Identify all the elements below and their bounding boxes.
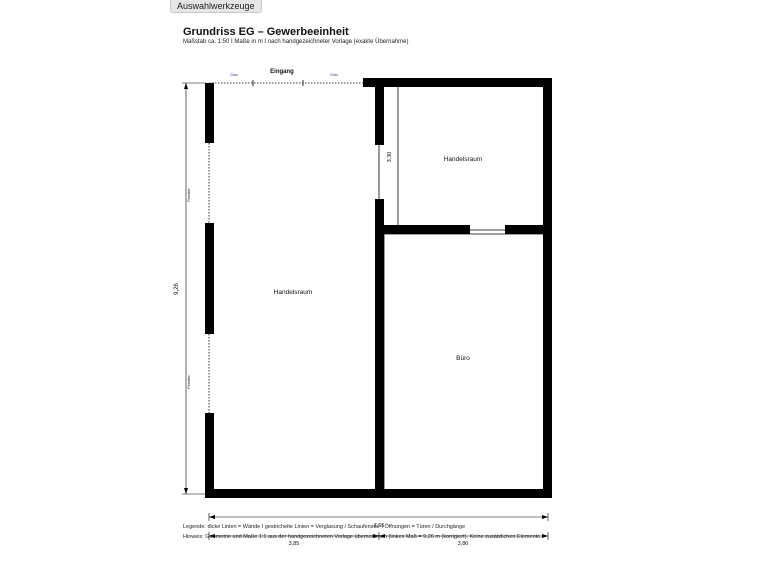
plan-title: Grundriss EG – Gewerbeeinheit — [183, 26, 349, 38]
glazing — [208, 82, 363, 413]
dim-height-total: 9,26 — [174, 283, 180, 295]
window-label-upper: Fenster — [186, 188, 191, 202]
wall-interior-upper — [375, 87, 384, 145]
wall-partition-left — [375, 225, 470, 234]
dim-width-right: 3,80 — [458, 541, 469, 547]
entrance-label: Eingang — [270, 69, 294, 75]
wall-partition-right — [505, 225, 552, 234]
dim-height-small: 3,30 — [387, 152, 393, 163]
wall-interior-lower — [375, 199, 384, 498]
legend-text: Legende: dicke Linien = Wände I gestrich… — [183, 524, 466, 530]
room-main-label: Handelsraum — [274, 289, 313, 296]
wall-left-middle — [205, 223, 214, 334]
dimensions — [182, 82, 549, 540]
room-small-label: Handelsraum — [444, 156, 483, 163]
dim-width-left: 3,85 — [289, 541, 300, 547]
wall-left-top — [205, 83, 214, 143]
glass-label-right: Glas — [330, 72, 338, 77]
wall-right — [543, 78, 552, 498]
plan-subtitle: Maßstab ca. 1:50 I Maße in m I nach hand… — [183, 39, 409, 45]
dim-width-total: 7,65 — [374, 523, 385, 529]
wall-left-bottom — [205, 413, 214, 498]
glass-label-left: Glas — [230, 72, 238, 77]
walls — [205, 78, 552, 498]
hint-text: Hinweis: Geometrie und Maße 1:1 aus der … — [183, 534, 542, 540]
wall-top — [363, 78, 552, 87]
room-office-label: Büro — [456, 355, 470, 362]
selection-tools-button[interactable]: Auswahlwerkzeuge — [170, 0, 262, 13]
inner-lines — [378, 87, 543, 489]
window-label-lower: Fenster — [186, 375, 191, 389]
